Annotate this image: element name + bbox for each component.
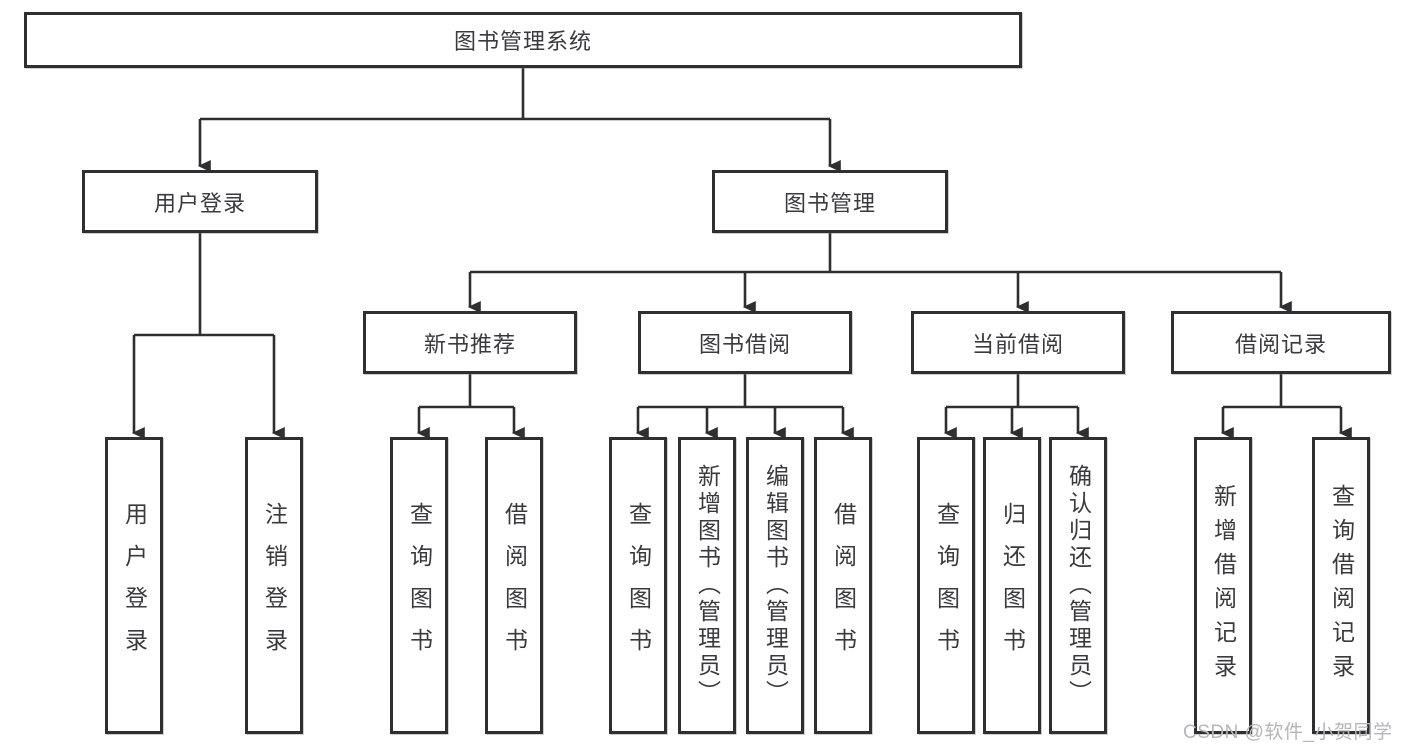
leaf-confirm-return-admin-label: 确认归还（管理员）	[1065, 464, 1092, 707]
leaf-user-login-label: 用户登录	[121, 501, 148, 670]
node-current-borrowing-label: 当前借阅	[971, 331, 1064, 357]
leaf-logout-label: 注销登录	[261, 501, 288, 670]
leaf-borrow-books-label: 借阅图书	[830, 501, 857, 670]
leaf-user-login: 用户登录	[105, 437, 163, 734]
node-new-book-recommend-label: 新书推荐	[423, 331, 516, 357]
leaf-borrow-books-recommend: 借阅图书	[485, 437, 543, 734]
leaf-logout: 注销登录	[245, 437, 303, 734]
csdn-watermark: CSDN @软件_小贺同学	[1183, 722, 1393, 743]
node-borrowing-records: 借阅记录	[1171, 311, 1391, 374]
node-library-system-label: 图书管理系统	[453, 29, 592, 54]
leaf-edit-book-admin-label: 编辑图书（管理员）	[762, 464, 789, 707]
node-library-system: 图书管理系统	[24, 12, 1022, 68]
leaf-add-borrow-record-label: 新增借阅记录	[1210, 483, 1237, 688]
leaf-query-books-borrowing: 查询图书	[609, 437, 667, 734]
leaf-edit-book-admin: 编辑图书（管理员）	[746, 437, 804, 734]
leaf-add-book-admin-label: 新增图书（管理员）	[694, 464, 721, 707]
leaf-query-books-current-label: 查询图书	[933, 501, 960, 670]
node-user-login-group: 用户登录	[82, 170, 318, 233]
leaf-borrow-books-recommend-label: 借阅图书	[501, 501, 528, 670]
node-borrowing-records-label: 借阅记录	[1234, 331, 1327, 357]
leaf-return-books: 归还图书	[983, 437, 1041, 734]
node-current-borrowing: 当前借阅	[911, 311, 1125, 374]
leaf-query-books-current: 查询图书	[917, 437, 975, 734]
node-user-login-group-label: 用户登录	[153, 190, 246, 216]
leaf-borrow-books: 借阅图书	[814, 437, 872, 734]
leaf-query-books-recommend: 查询图书	[390, 437, 448, 734]
leaf-add-borrow-record: 新增借阅记录	[1194, 437, 1252, 734]
node-book-borrowing-label: 图书借阅	[698, 331, 791, 357]
leaf-confirm-return-admin: 确认归还（管理员）	[1049, 437, 1107, 734]
node-book-management: 图书管理	[712, 170, 948, 233]
leaf-query-borrow-record-label: 查询借阅记录	[1328, 483, 1355, 688]
leaf-return-books-label: 归还图书	[999, 501, 1026, 670]
leaf-query-books-borrowing-label: 查询图书	[625, 501, 652, 670]
leaf-query-borrow-record: 查询借阅记录	[1312, 437, 1370, 734]
node-book-borrowing: 图书借阅	[638, 311, 852, 374]
leaf-query-books-recommend-label: 查询图书	[406, 501, 433, 670]
node-book-management-label: 图书管理	[783, 190, 876, 216]
leaf-add-book-admin: 新增图书（管理员）	[678, 437, 736, 734]
node-new-book-recommend: 新书推荐	[363, 311, 577, 374]
